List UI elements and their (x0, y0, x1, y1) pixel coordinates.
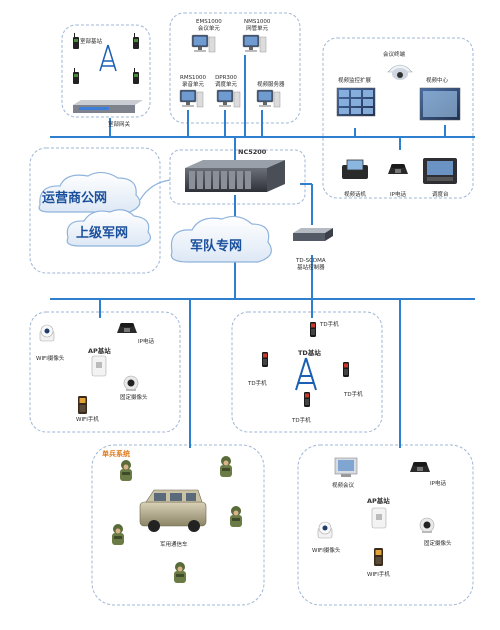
label-dpr-dispatch: DPR300 调度单元 (215, 75, 238, 88)
network-lines (50, 55, 475, 448)
label-video-monitor-ext: 视频监控扩展 (338, 78, 372, 84)
label-wifi-phone-left: WIFI手机 (76, 417, 99, 423)
monitor-icon (336, 87, 461, 121)
label-ems-meeting: EMS1000 会议单元 (196, 19, 222, 32)
label-base-station-top: 室部基站 (80, 39, 103, 45)
label-core-switch: 室部网关 (108, 122, 131, 128)
td-controller-icon (293, 228, 333, 241)
label-soldier-system: 单兵系统 (102, 450, 130, 458)
label-upper-military-net: 上级军网 (76, 226, 129, 241)
ap-device-icon (91, 355, 107, 377)
group-ap-right (297, 444, 474, 606)
label-nc5200: NC5200 (238, 148, 267, 156)
link-public-net (139, 179, 171, 201)
label-wifi-camera-right: WIFI摄像头 (312, 548, 341, 554)
label-ip-phone-left: IP电话 (138, 339, 154, 345)
ap-device-icon (371, 507, 387, 529)
label-fixed-camera-right: 固定摄像头 (424, 541, 452, 547)
label-video-meeting: 视频会议 (332, 483, 355, 489)
group-top-video (322, 37, 474, 199)
antenna-tower-icon (99, 44, 117, 72)
wifi-phone-icon (78, 396, 87, 414)
label-wifi-phone-right: WIFI手机 (367, 572, 390, 578)
label-nms-network: NMS1000 网管单元 (244, 19, 271, 32)
phone-icon (410, 462, 430, 472)
label-td-phone-left: TD手机 (248, 381, 267, 387)
console-icon (423, 158, 457, 184)
label-video-center: 视频中心 (426, 78, 449, 84)
label-ip-phone-right: IP电话 (430, 481, 446, 487)
wifi-camera-icon (317, 521, 333, 539)
label-fixed-camera-left: 固定摄像头 (120, 395, 148, 401)
td-tower-icon (295, 357, 317, 391)
label-dispatch-console: 调度台 (432, 192, 449, 198)
label-rms-record: RMS1000 录音单元 (180, 75, 207, 88)
label-ip-phone-top: IP电话 (390, 192, 406, 198)
ip-phone-icon (388, 164, 408, 174)
group-top-basestation (61, 24, 151, 118)
label-military-vehicle: 军用通信车 (160, 542, 188, 548)
server-pc-icon (179, 34, 281, 108)
label-wifi-camera-left: WIFI摄像头 (36, 356, 65, 362)
label-ap-base-right: AP基站 (367, 497, 390, 505)
label-td-controller: TD-SCDMA 基站控制器 (296, 258, 326, 271)
label-ap-base-left: AP基站 (88, 347, 111, 355)
group-top-servers (169, 12, 301, 124)
wifi-phone-icon (374, 548, 383, 566)
group-td (231, 311, 383, 433)
label-carrier-net: 运营商公网 (42, 191, 108, 206)
video-meeting-icon (334, 457, 358, 477)
camera-dome-icon (387, 64, 413, 80)
cloud-icon (38, 171, 272, 263)
fixed-camera-icon (123, 375, 139, 392)
group-boxes (29, 12, 474, 606)
switch-icon (73, 100, 143, 113)
video-phone-icon (342, 159, 368, 179)
label-military-net: 军队专网 (190, 239, 243, 254)
fixed-camera-icon (419, 517, 435, 534)
group-core (169, 149, 306, 205)
group-soldier (91, 444, 265, 606)
wifi-camera-icon (39, 324, 55, 342)
label-meeting-terminal: 会议终端 (383, 52, 406, 58)
label-video-service: 视频服务器 (257, 82, 285, 88)
group-public-net (29, 147, 161, 274)
td-phone-icon (262, 322, 349, 407)
rack-server-icon (185, 160, 285, 192)
vehicle-icon (139, 489, 207, 532)
label-td-phone-bottom: TD手机 (292, 418, 311, 424)
label-td-phone-right: TD手机 (344, 392, 363, 398)
label-video-phone: 视频话机 (344, 192, 367, 198)
group-ap-left (29, 311, 181, 433)
label-td-base: TD基站 (298, 349, 321, 357)
label-td-phone-top: TD手机 (320, 322, 339, 328)
phone-icon (117, 323, 137, 333)
